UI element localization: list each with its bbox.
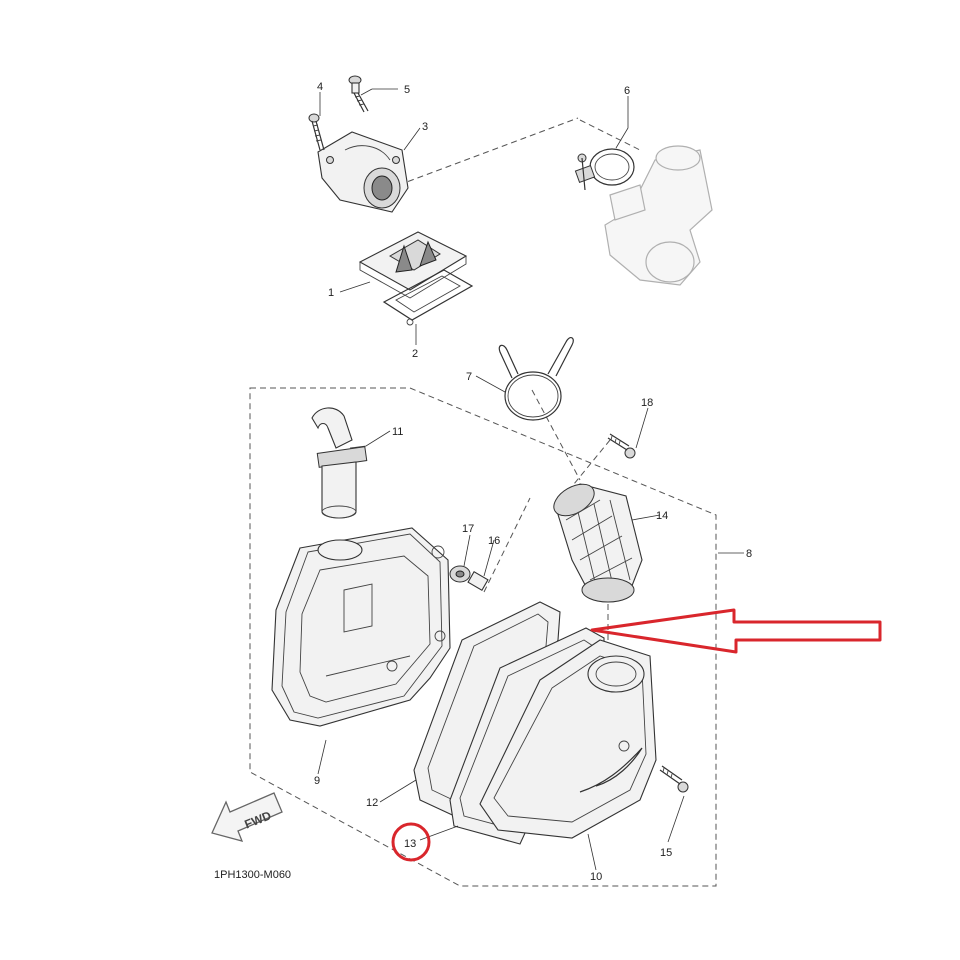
collar-16: [467, 571, 489, 591]
spring-clamp-7: [498, 337, 574, 421]
connector-line-right: [579, 119, 641, 151]
intake-joint-3: [317, 131, 409, 213]
callouts: 4 5 3 6 1 2 7 18 11 17 16 14 8 9 12 13 1…: [314, 81, 752, 883]
callout-7: 7: [466, 371, 472, 383]
callout-10: 10: [590, 871, 602, 883]
air-cleaner-cover-10: [479, 639, 657, 839]
callout-3: 3: [422, 121, 428, 133]
breather-hose-11: [311, 407, 368, 519]
callout-13: 13: [404, 838, 416, 850]
highlight-arrow: [590, 608, 882, 654]
callout-17: 17: [462, 523, 474, 535]
carburetor-ghost: [604, 145, 713, 286]
callout-4: 4: [317, 81, 323, 93]
connector-line-clamp: [531, 389, 581, 481]
fwd-arrow: FWD: [211, 792, 283, 842]
screw-5: [348, 75, 369, 113]
diagram-code: 1PH1300-M060: [214, 869, 291, 881]
intake-duct-14: [553, 483, 643, 603]
callout-15: 15: [660, 847, 672, 859]
callout-11: 11: [392, 426, 403, 438]
callout-2: 2: [412, 348, 418, 360]
connector-line-upper: [379, 117, 579, 193]
bolt-4: [308, 113, 325, 151]
bolt-18: [607, 433, 636, 459]
callout-12: 12: [366, 797, 378, 809]
callout-5: 5: [404, 84, 410, 96]
callout-16: 16: [488, 535, 500, 547]
highlight-circle-13: [391, 822, 431, 862]
screw-15: [659, 765, 689, 793]
callout-1: 1: [328, 287, 334, 299]
assembly-boundary: [249, 387, 717, 887]
leader-lines: [317, 88, 744, 871]
air-cleaner-case-9: [271, 527, 451, 727]
callout-6: 6: [624, 85, 630, 97]
callout-14: 14: [656, 510, 668, 522]
callout-18: 18: [641, 397, 653, 409]
connector-line-16: [483, 497, 531, 593]
hose-clamp-6: [574, 148, 635, 191]
callout-8: 8: [746, 548, 752, 560]
callout-9: 9: [314, 775, 320, 787]
gasket-2: [382, 269, 474, 326]
reed-valve-1: [358, 231, 468, 299]
grommet-17: [449, 565, 471, 583]
